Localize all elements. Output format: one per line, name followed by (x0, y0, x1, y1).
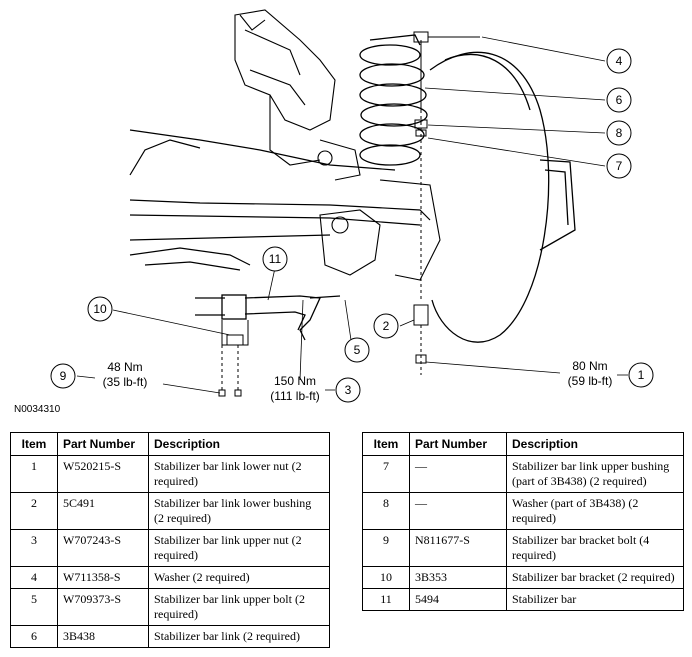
column-header-part-number: Part Number (409, 432, 507, 456)
svg-text:80 Nm: 80 Nm (572, 359, 607, 373)
frame-bracket (234, 9, 336, 166)
column-header-description: Description (506, 432, 684, 456)
torque-label-3: 150 Nm (111 lb-ft) (270, 374, 320, 403)
svg-text:11: 11 (269, 252, 282, 266)
callout-6: 6 (606, 87, 632, 113)
part-number-cell: — (409, 492, 507, 530)
svg-text:2: 2 (383, 319, 390, 333)
callout-5: 5 (344, 337, 370, 363)
table-row: 8—Washer (part of 3B438) (2 required) (362, 492, 684, 530)
item-cell: 2 (10, 492, 58, 530)
part-number-cell: 5494 (409, 588, 507, 611)
leader-lines (76, 36, 628, 394)
description-cell: Washer (2 required) (148, 566, 330, 589)
figure-id: N0034310 (14, 404, 61, 415)
item-cell: 11 (362, 588, 410, 611)
part-number-cell: W711358-S (57, 566, 149, 589)
suspension-diagram: 1 2 3 4 5 6 7 8 9 10 11 80 Nm (5 (50, 9, 654, 403)
table-row: 7—Stabilizer bar link upper bushing (par… (362, 455, 684, 493)
part-number-cell: 3B438 (57, 625, 149, 648)
frame-rails (129, 129, 431, 271)
coil-spring (359, 34, 428, 166)
part-number-cell: 3B353 (409, 566, 507, 589)
description-cell: Stabilizer bar bracket (2 required) (506, 566, 684, 589)
item-cell: 1 (10, 455, 58, 493)
description-cell: Stabilizer bar link (2 required) (148, 625, 330, 648)
part-number-cell: W709373-S (57, 588, 149, 626)
stabilizer-bar (195, 294, 341, 341)
item-cell: 4 (10, 566, 58, 589)
table-header-row: Item Part Number Description (362, 432, 684, 456)
svg-text:3: 3 (345, 383, 352, 397)
stabilizer-link (413, 31, 480, 375)
description-cell: Stabilizer bar link lower nut (2 require… (148, 455, 330, 493)
callout-10: 10 (87, 296, 113, 322)
description-cell: Stabilizer bar link upper bushing (part … (506, 455, 684, 493)
part-number-cell: 5C491 (57, 492, 149, 530)
item-cell: 6 (10, 625, 58, 648)
callout-1: 1 (628, 362, 654, 388)
description-cell: Stabilizer bar link upper nut (2 require… (148, 529, 330, 567)
item-cell: 8 (362, 492, 410, 530)
item-cell: 7 (362, 455, 410, 493)
torque-label-1: 80 Nm (59 lb-ft) (568, 359, 613, 388)
svg-text:10: 10 (93, 302, 107, 316)
svg-text:5: 5 (354, 343, 361, 357)
svg-text:48 Nm: 48 Nm (107, 360, 142, 374)
callout-3: 3 (335, 377, 361, 403)
description-cell: Stabilizer bar bracket bolt (4 required) (506, 529, 684, 567)
item-cell: 9 (362, 529, 410, 567)
part-number-cell: N811677-S (409, 529, 507, 567)
svg-text:7: 7 (616, 159, 623, 173)
table-body-right: 7—Stabilizer bar link upper bushing (par… (362, 455, 684, 611)
svg-text:9: 9 (60, 369, 67, 383)
column-header-part-number: Part Number (57, 432, 149, 456)
callout-8: 8 (606, 120, 632, 146)
callout-2: 2 (373, 313, 399, 339)
part-number-cell: W520215-S (57, 455, 149, 493)
description-cell: Stabilizer bar link upper bolt (2 requir… (148, 588, 330, 626)
callout-4: 4 (606, 48, 632, 74)
knuckle (317, 139, 441, 281)
svg-text:8: 8 (616, 126, 623, 140)
description-cell: Stabilizer bar (506, 588, 684, 611)
description-cell: Washer (part of 3B438) (2 required) (506, 492, 684, 530)
part-number-cell: — (409, 455, 507, 493)
item-cell: 10 (362, 566, 410, 589)
column-header-description: Description (148, 432, 330, 456)
item-cell: 3 (10, 529, 58, 567)
part-number-cell: W707243-S (57, 529, 149, 567)
bracket-bolts (218, 320, 249, 397)
svg-text:1: 1 (638, 368, 645, 382)
torque-label-9: 48 Nm (35 lb-ft) (103, 360, 148, 389)
svg-text:4: 4 (616, 54, 623, 68)
column-header-item: Item (362, 432, 410, 456)
description-cell: Stabilizer bar link lower bushing (2 req… (148, 492, 330, 530)
table-header-row: Item Part Number Description (10, 432, 330, 456)
callout-7: 7 (606, 153, 632, 179)
svg-text:(35 lb-ft): (35 lb-ft) (103, 375, 148, 389)
item-cell: 5 (10, 588, 58, 626)
callout-9: 9 (50, 363, 76, 389)
svg-text:(59 lb-ft): (59 lb-ft) (568, 374, 613, 388)
callout-11: 11 (262, 246, 288, 272)
tire (429, 51, 576, 343)
svg-text:6: 6 (616, 93, 623, 107)
svg-text:(111 lb-ft): (111 lb-ft) (270, 389, 320, 403)
parts-table-right: Item Part Number Description 7—Stabilize… (362, 432, 684, 611)
svg-text:150 Nm: 150 Nm (274, 374, 316, 388)
column-header-item: Item (10, 432, 58, 456)
